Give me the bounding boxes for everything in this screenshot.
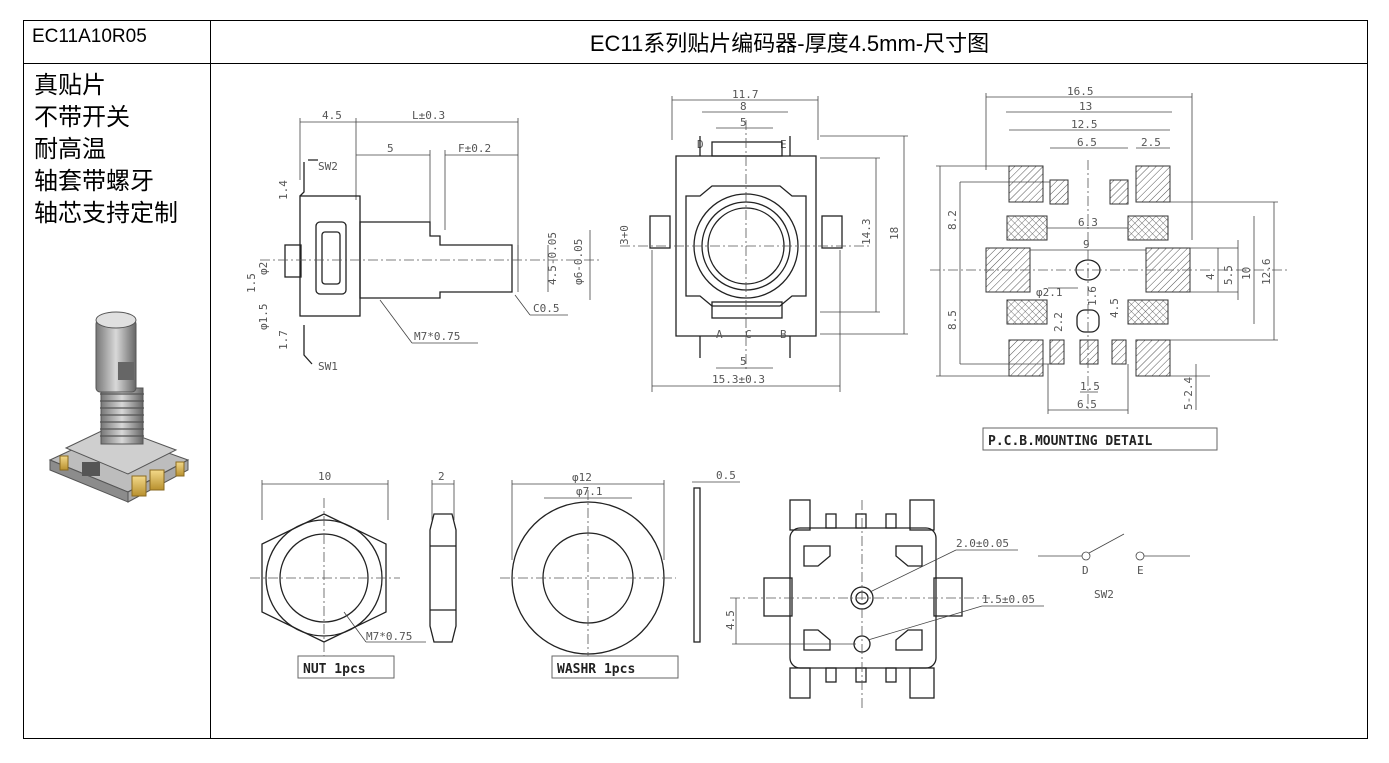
pcb-dim-8-2: 8.2 bbox=[946, 210, 959, 230]
washer-dim-inner: φ7.1 bbox=[576, 485, 603, 498]
pcb-dim-6-5-top: 6.5 bbox=[1077, 136, 1097, 149]
dim-5-bottom: 5 bbox=[740, 355, 747, 368]
pcb-dim-6-5-bottom: 6.5 bbox=[1077, 398, 1097, 411]
bottom-dim-4-5: 4.5 bbox=[724, 610, 737, 630]
dim-phi2: φ2 bbox=[257, 262, 270, 275]
nut-thread: M7*0.75 bbox=[366, 630, 412, 643]
feature-item: 真贴片 bbox=[34, 72, 106, 99]
washer-dim-outer: φ12 bbox=[572, 471, 592, 484]
bottom-view-drawing: 2.0±0.05 1.5±0.05 4.5 bbox=[724, 499, 1044, 708]
feature-item: 轴套带螺牙 bbox=[34, 168, 154, 195]
pcb-dim-16-5: 16.5 bbox=[1067, 85, 1094, 98]
dim-1-7: 1.7 bbox=[277, 330, 290, 350]
chamfer-label: C0.5 bbox=[533, 302, 560, 315]
pcb-dim-10: 10 bbox=[1240, 267, 1253, 280]
dim-3: 3+0 bbox=[618, 225, 631, 245]
dim-18: 18 bbox=[888, 227, 901, 240]
pcb-dim-phi2-1: φ2.1 bbox=[1036, 286, 1063, 299]
pcb-dim-4: 4 bbox=[1204, 273, 1217, 280]
pcb-dim-8-5: 8.5 bbox=[946, 310, 959, 330]
pcb-dim-9: 9 bbox=[1083, 238, 1090, 251]
column-divider bbox=[210, 20, 211, 739]
pcb-dim-5-2-4: 5-2.4 bbox=[1182, 377, 1195, 410]
pcb-dim-1-5: 1.5 bbox=[1080, 380, 1100, 393]
switch-symbol: D E SW2 bbox=[1038, 533, 1190, 601]
top-view-drawing: 11.7 8 5 D E A C B 14.3 18 3+0 5 15.3±0.… bbox=[618, 88, 908, 392]
pcb-dim-4-5: 4.5 bbox=[1108, 298, 1121, 318]
feature-item: 不带开关 bbox=[34, 104, 130, 131]
feature-item: 轴芯支持定制 bbox=[34, 200, 178, 227]
nut-caption: NUT 1pcs bbox=[303, 662, 366, 677]
dim-5-top: 5 bbox=[740, 116, 747, 129]
dim-8: 8 bbox=[740, 100, 747, 113]
nut-drawing: 10 M7*0.75 2 NUT 1pcs bbox=[250, 470, 457, 679]
label-sw2: SW2 bbox=[318, 160, 338, 173]
dim-F: F±0.2 bbox=[458, 142, 491, 155]
dim-14-3: 14.3 bbox=[860, 219, 873, 246]
pcb-caption: P.C.B.MOUNTING DETAIL bbox=[988, 434, 1153, 449]
feature-item: 耐高温 bbox=[34, 136, 106, 163]
dim-4-5: 4.5 bbox=[322, 109, 342, 122]
row-divider bbox=[23, 63, 1368, 64]
model-number: EC11A10R05 bbox=[32, 26, 147, 47]
dim-1-5: 1.5 bbox=[245, 273, 258, 293]
pcb-dim-12-6: 12.6 bbox=[1260, 259, 1273, 286]
pcb-dim-13: 13 bbox=[1079, 100, 1092, 113]
washer-drawing: φ12 φ7.1 0.5 WASHR 1pcs bbox=[500, 469, 740, 679]
pin-c: C bbox=[745, 328, 752, 341]
dim-shaft-od: φ6-0.05 bbox=[572, 239, 585, 285]
nut-dim-10: 10 bbox=[318, 470, 331, 483]
dim-11-7: 11.7 bbox=[732, 88, 759, 101]
page-title: EC11系列贴片编码器-厚度4.5mm-尺寸图 bbox=[589, 31, 990, 56]
dim-phi1-5: φ1.5 bbox=[257, 304, 270, 331]
pin-a: A bbox=[716, 328, 723, 341]
pcb-dim-12-5: 12.5 bbox=[1071, 118, 1098, 131]
label-sw1: SW1 bbox=[318, 360, 338, 373]
switch-pin-d: D bbox=[1082, 564, 1089, 577]
feature-list: 真贴片 不带开关 耐高温 轴套带螺牙 轴芯支持定制 bbox=[34, 70, 178, 230]
thread-label: M7*0.75 bbox=[414, 330, 460, 343]
pcb-dim-1-6: 1.6 bbox=[1086, 286, 1099, 306]
dim-15-3: 15.3±0.3 bbox=[712, 373, 765, 386]
encoder-photo bbox=[48, 311, 190, 503]
table-frame bbox=[23, 20, 1368, 739]
hole-small-label: 1.5±0.05 bbox=[982, 593, 1035, 606]
pin-e: E bbox=[780, 138, 787, 151]
washer-caption: WASHR 1pcs bbox=[557, 662, 635, 677]
pcb-dim-2-5: 2.5 bbox=[1141, 136, 1161, 149]
hole-large-label: 2.0±0.05 bbox=[956, 537, 1009, 550]
pcb-dim-2-2: 2.2 bbox=[1052, 312, 1065, 332]
dim-shaft-d: 4.5-0.05 bbox=[546, 232, 559, 285]
pin-b: B bbox=[780, 328, 787, 341]
dim-5: 5 bbox=[387, 142, 394, 155]
dim-1-4: 1.4 bbox=[277, 180, 290, 200]
switch-label: SW2 bbox=[1094, 588, 1114, 601]
switch-pin-e: E bbox=[1137, 564, 1144, 577]
pcb-footprint-drawing: 16.5 13 12.5 6.5 2.5 6.3 9 φ2.1 bbox=[930, 85, 1290, 451]
nut-dim-2: 2 bbox=[438, 470, 445, 483]
washer-dim-thick: 0.5 bbox=[716, 469, 736, 482]
dim-L: L±0.3 bbox=[412, 109, 445, 122]
pcb-dim-5-5: 5.5 bbox=[1222, 265, 1235, 285]
pcb-dim-6-3: 6.3 bbox=[1078, 216, 1098, 229]
side-view-drawing: 4.5 L±0.3 5 F±0.2 SW2 SW1 4.5-0.05 φ6-0.… bbox=[245, 109, 600, 373]
